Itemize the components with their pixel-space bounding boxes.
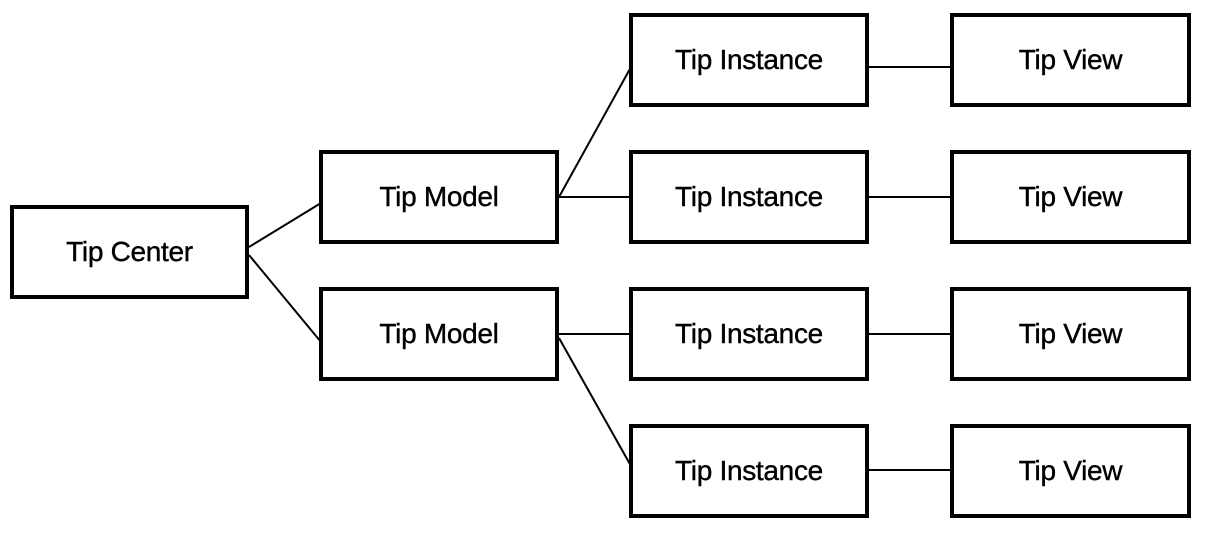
tip-view-node: Tip View bbox=[950, 287, 1191, 381]
edge-model-2-instance-4 bbox=[558, 337, 632, 467]
tip-view-node: Tip View bbox=[950, 13, 1191, 107]
tip-view-node: Tip View bbox=[950, 424, 1191, 518]
tip-instance-node: Tip Instance bbox=[629, 13, 869, 107]
tip-instance-label: Tip Instance bbox=[675, 455, 824, 486]
tip-instance-label: Tip Instance bbox=[675, 318, 824, 349]
tip-view-node: Tip View bbox=[950, 150, 1191, 244]
tip-model-node: Tip Model bbox=[319, 287, 559, 381]
edge-center-model-1 bbox=[248, 202, 322, 248]
tip-model-node: Tip Model bbox=[319, 150, 559, 244]
tip-instance-label: Tip Instance bbox=[675, 44, 824, 75]
tip-view-label: Tip View bbox=[1018, 44, 1123, 75]
tip-instance-node: Tip Instance bbox=[629, 150, 869, 244]
tip-view-label: Tip View bbox=[1018, 181, 1123, 212]
tip-center-node: Tip Center bbox=[10, 205, 249, 299]
tip-instance-label: Tip Instance bbox=[675, 181, 824, 212]
tip-model-label: Tip Model bbox=[379, 318, 499, 349]
tip-center-label: Tip Center bbox=[66, 236, 193, 267]
tip-view-label: Tip View bbox=[1018, 455, 1123, 486]
tip-model-label: Tip Model bbox=[379, 181, 499, 212]
edge-center-model-2 bbox=[248, 254, 322, 343]
tip-view-label: Tip View bbox=[1018, 318, 1123, 349]
tip-instance-node: Tip Instance bbox=[629, 287, 869, 381]
tip-instance-node: Tip Instance bbox=[629, 424, 869, 518]
edge-model-1-instance-1 bbox=[558, 66, 632, 198]
